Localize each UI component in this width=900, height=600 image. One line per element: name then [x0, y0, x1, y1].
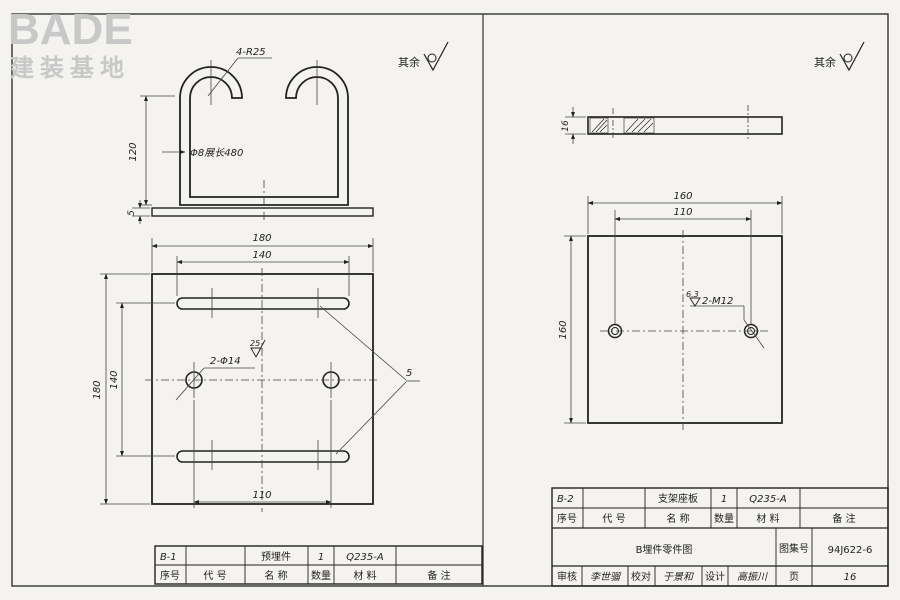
roughness-symbol-left: 其余: [398, 41, 449, 72]
weld-size: 5: [406, 368, 412, 379]
plate-outline-right: [587, 235, 783, 424]
dim-140-left: 140: [109, 370, 120, 389]
base-plate-edge: [151, 207, 374, 217]
checker-signature: 于景和: [663, 571, 694, 583]
base-plate-plan: [587, 235, 783, 424]
atlas-number: 94J622-6: [828, 545, 873, 556]
designer-signature: 高振川: [737, 571, 768, 583]
roughness-other-label: 其余: [398, 55, 420, 69]
dim-110-top: 110: [673, 207, 692, 218]
right-header-qty: 数量: [714, 512, 734, 525]
atlas-label: 图集号: [779, 542, 809, 555]
right-header-remark: 备 注: [832, 512, 855, 525]
left-row-name: 预埋件: [261, 551, 291, 563]
left-row-material: Q235-A: [346, 552, 384, 563]
roughness-symbol-right: 其余: [814, 41, 865, 72]
base-plate-section: [565, 105, 783, 144]
review-label: 审核: [557, 570, 577, 583]
dim-160-left: 160: [558, 320, 569, 339]
sheet-border: [11, 13, 889, 587]
finish-mark-symbol-right: [689, 297, 701, 307]
dim-180-left: 180: [92, 380, 103, 399]
brand-name: BADE: [8, 5, 133, 54]
finish-mark-symbol: [250, 339, 266, 358]
right-row-index: B-2: [557, 494, 574, 505]
right-row-name: 支架座板: [658, 492, 698, 505]
left-header-index: 序号: [160, 569, 180, 582]
plate-outline: [151, 273, 374, 505]
finish-mark-value: 25: [250, 339, 260, 348]
slot-bottom: [176, 450, 350, 463]
dim-120: 120: [128, 142, 139, 161]
anchor-side-view: [151, 66, 374, 217]
dim-thickness: 16: [561, 120, 571, 132]
finish-mark-right: 6.3: [686, 290, 699, 299]
left-header-remark: 备 注: [427, 569, 450, 582]
design-label: 设计: [705, 570, 725, 583]
rod-hook-right: [285, 66, 349, 99]
brand-watermark: BADE 建装基地: [8, 5, 133, 82]
page-number: 16: [844, 572, 857, 583]
brand-subtitle: 建装基地: [10, 55, 130, 82]
left-row-qty: 1: [318, 552, 324, 563]
rod-length-note: Φ8展长480: [190, 147, 243, 159]
radius-note: 4-R25: [236, 47, 266, 58]
right-header-material: 材 料: [756, 512, 779, 525]
section-outline: [587, 116, 783, 135]
left-header-name: 名 称: [264, 569, 287, 582]
right-header-code: 代 号: [602, 513, 625, 525]
reviewer-signature: 李世骝: [590, 571, 622, 583]
dim-140-top: 140: [252, 250, 271, 261]
right-header-name: 名 称: [666, 512, 689, 525]
page-label: 页: [789, 571, 799, 583]
slot-top: [176, 297, 350, 310]
right-header-index: 序号: [557, 512, 577, 525]
left-header-material: 材 料: [353, 569, 376, 582]
right-row-material: Q235-A: [749, 494, 787, 505]
hole-note: 2-Φ14: [210, 356, 241, 367]
left-header-code: 代 号: [203, 570, 226, 582]
parts-table-left: [154, 545, 483, 585]
dim-160-top: 160: [673, 191, 692, 202]
parts-table-right: [551, 487, 889, 587]
thread-note: 2-M12: [702, 296, 733, 307]
dim-180-top: 180: [252, 233, 271, 244]
check-label: 校对: [631, 570, 651, 583]
right-row-qty: 1: [721, 494, 727, 505]
drawing-title: B埋件零件图: [636, 544, 693, 556]
roughness-other-label-right: 其余: [814, 55, 836, 69]
rod-hook-left: [179, 66, 243, 99]
dim-5-top: 5: [127, 210, 137, 216]
left-row-index: B-1: [160, 552, 177, 563]
left-header-qty: 数量: [311, 569, 331, 582]
dim-110-bottom: 110: [252, 490, 271, 501]
